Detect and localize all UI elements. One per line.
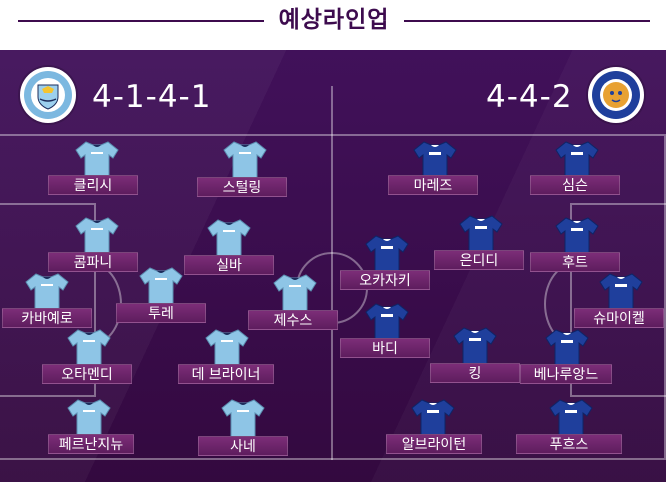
away-formation: 4-4-2	[486, 79, 573, 115]
player-away-7: 바디	[340, 338, 430, 358]
home-jersey-icon	[138, 266, 184, 306]
player-away-1: 마레즈	[388, 175, 478, 195]
page-title: 예상라인업	[278, 7, 390, 33]
player-away-2: 심슨	[530, 175, 620, 195]
player-away-6: 슈마이켈	[574, 308, 664, 328]
player-away-11: 푸흐스	[516, 434, 622, 454]
away-jersey-icon	[364, 302, 410, 342]
away-jersey-icon	[544, 328, 590, 368]
player-home-1: 클리시	[48, 175, 138, 195]
leicester-city-crest-icon	[588, 67, 644, 123]
home-jersey-icon	[222, 140, 268, 180]
away-jersey-icon	[364, 234, 410, 274]
player-away-8: 킹	[430, 363, 520, 383]
player-home-3: 콤파니	[48, 252, 138, 272]
home-formation: 4-1-4-1	[92, 79, 212, 115]
player-home-10: 페르난지뉴	[48, 434, 134, 454]
manchester-city-crest-icon	[20, 67, 76, 123]
player-away-3: 오카자키	[340, 270, 430, 290]
away-jersey-icon	[548, 398, 594, 438]
home-jersey-icon	[66, 328, 112, 368]
player-home-4: 실바	[184, 255, 274, 275]
player-home-7: 제수스	[248, 310, 338, 330]
player-home-9: 데 브라이너	[178, 364, 274, 384]
away-jersey-icon	[458, 214, 504, 254]
header: 예상라인업	[0, 0, 666, 44]
home-jersey-icon	[206, 218, 252, 258]
player-home-5: 카바예로	[2, 308, 92, 328]
player-away-5: 후트	[530, 252, 620, 272]
home-jersey-icon	[204, 328, 250, 368]
home-jersey-icon	[74, 216, 120, 256]
home-jersey-icon	[74, 140, 120, 180]
home-jersey-icon	[220, 398, 266, 438]
player-home-6: 투레	[116, 303, 206, 323]
away-jersey-icon	[554, 140, 600, 180]
home-jersey-icon	[66, 398, 112, 438]
away-jersey-icon	[410, 398, 456, 438]
away-jersey-icon	[452, 326, 498, 366]
header-rule-left	[18, 20, 264, 22]
away-jersey-icon	[598, 272, 644, 312]
away-jersey-icon	[554, 216, 600, 256]
pitch-outline	[0, 134, 666, 460]
player-home-8: 오타멘디	[42, 364, 132, 384]
player-away-9: 베나루앙느	[520, 364, 612, 384]
away-jersey-icon	[412, 140, 458, 180]
home-jersey-icon	[24, 272, 70, 312]
header-rule-right	[404, 20, 650, 22]
home-jersey-icon	[272, 273, 318, 313]
player-home-11: 사네	[198, 436, 288, 456]
player-away-4: 은디디	[434, 250, 524, 270]
player-away-10: 알브라이턴	[386, 434, 482, 454]
player-home-2: 스털링	[197, 177, 287, 197]
